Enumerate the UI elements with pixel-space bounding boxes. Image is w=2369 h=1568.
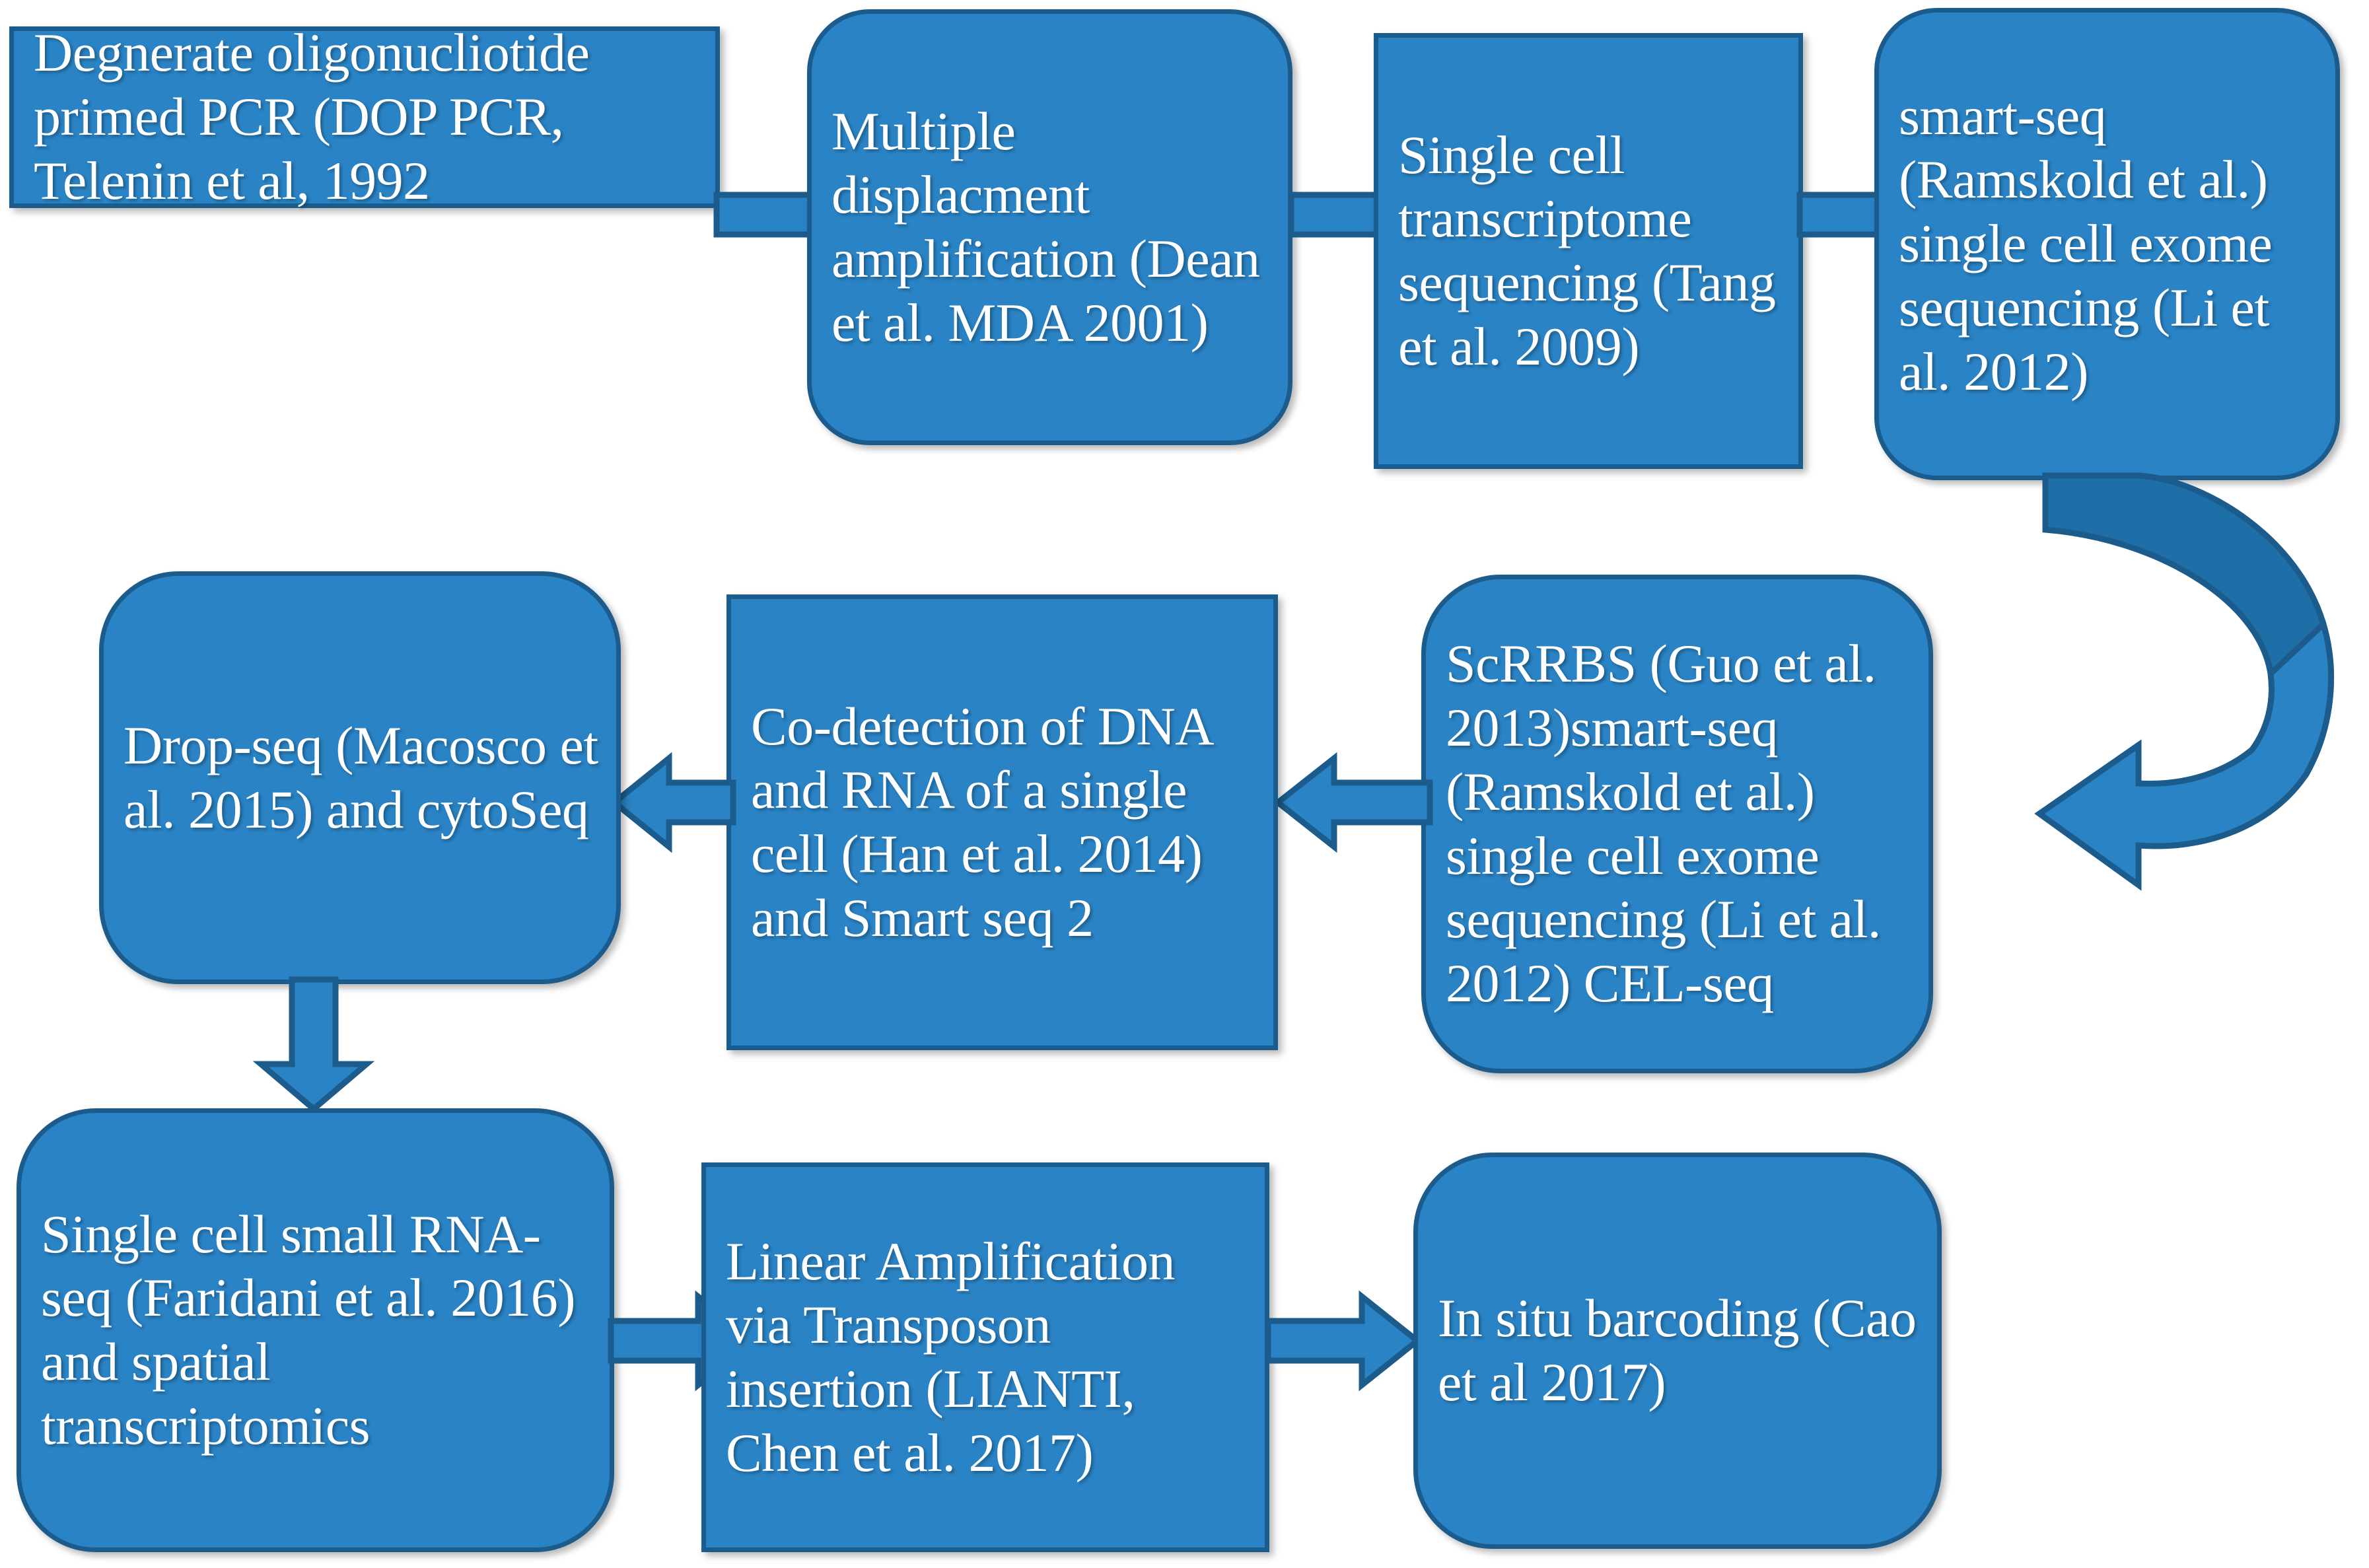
node-lianti[interactable]: Linear Amplification via Transposon inse… bbox=[701, 1162, 1269, 1552]
node-drop-seq[interactable]: Drop-seq (Macosco et al. 2015) and cytoS… bbox=[99, 571, 621, 984]
node-co-detection[interactable]: Co-detection of DNA and RNA of a single … bbox=[726, 594, 1278, 1050]
node-in-situ-barcoding-label: In situ barcoding (Cao et al 2017) bbox=[1438, 1288, 1917, 1412]
node-lianti-label: Linear Amplification via Transposon inse… bbox=[726, 1230, 1175, 1483]
node-dop-pcr-label: Degnerate oligonucliotide primed PCR (DO… bbox=[34, 22, 590, 211]
arrow-co-detection-to-drop-seq bbox=[609, 752, 736, 853]
node-dop-pcr[interactable]: Degnerate oligonucliotide primed PCR (DO… bbox=[9, 22, 720, 211]
node-sc-transcriptome-label: Single cell transcriptome sequencing (Ta… bbox=[1398, 124, 1776, 376]
node-co-detection-label: Co-detection of DNA and RNA of a single … bbox=[751, 695, 1211, 948]
arrow-smart-seq-to-scrrbs-curved bbox=[2008, 472, 2369, 891]
node-scrrbs-label: ScRRBS (Guo et al. 2013)smart-seq (Ramsk… bbox=[1446, 633, 1881, 1013]
node-scrrbs[interactable]: ScRRBS (Guo et al. 2013)smart-seq (Ramsk… bbox=[1421, 575, 1933, 1073]
node-sc-transcriptome[interactable]: Single cell transcriptome sequencing (Ta… bbox=[1374, 33, 1803, 469]
node-mda[interactable]: Multiple displacment amplification (Dean… bbox=[807, 9, 1292, 445]
node-in-situ-barcoding[interactable]: In situ barcoding (Cao et al 2017) bbox=[1413, 1153, 1942, 1549]
node-sc-small-rna-label: Single cell small RNA-seq (Faridani et a… bbox=[41, 1203, 576, 1456]
node-smart-seq-label: smart-seq (Ramskold et al.) single cell … bbox=[1899, 85, 2273, 402]
arrow-lianti-to-in-situ-barcoding bbox=[1265, 1290, 1423, 1392]
node-drop-seq-label: Drop-seq (Macosco et al. 2015) and cytoS… bbox=[124, 715, 598, 839]
arrow-drop-seq-to-sc-small-rna bbox=[252, 976, 375, 1113]
node-mda-label: Multiple displacment amplification (Dean… bbox=[831, 100, 1260, 353]
node-sc-small-rna[interactable]: Single cell small RNA-seq (Faridani et a… bbox=[17, 1108, 614, 1552]
node-smart-seq[interactable]: smart-seq (Ramskold et al.) single cell … bbox=[1874, 8, 2340, 480]
arrow-scrrbs-to-co-detection bbox=[1273, 752, 1433, 853]
